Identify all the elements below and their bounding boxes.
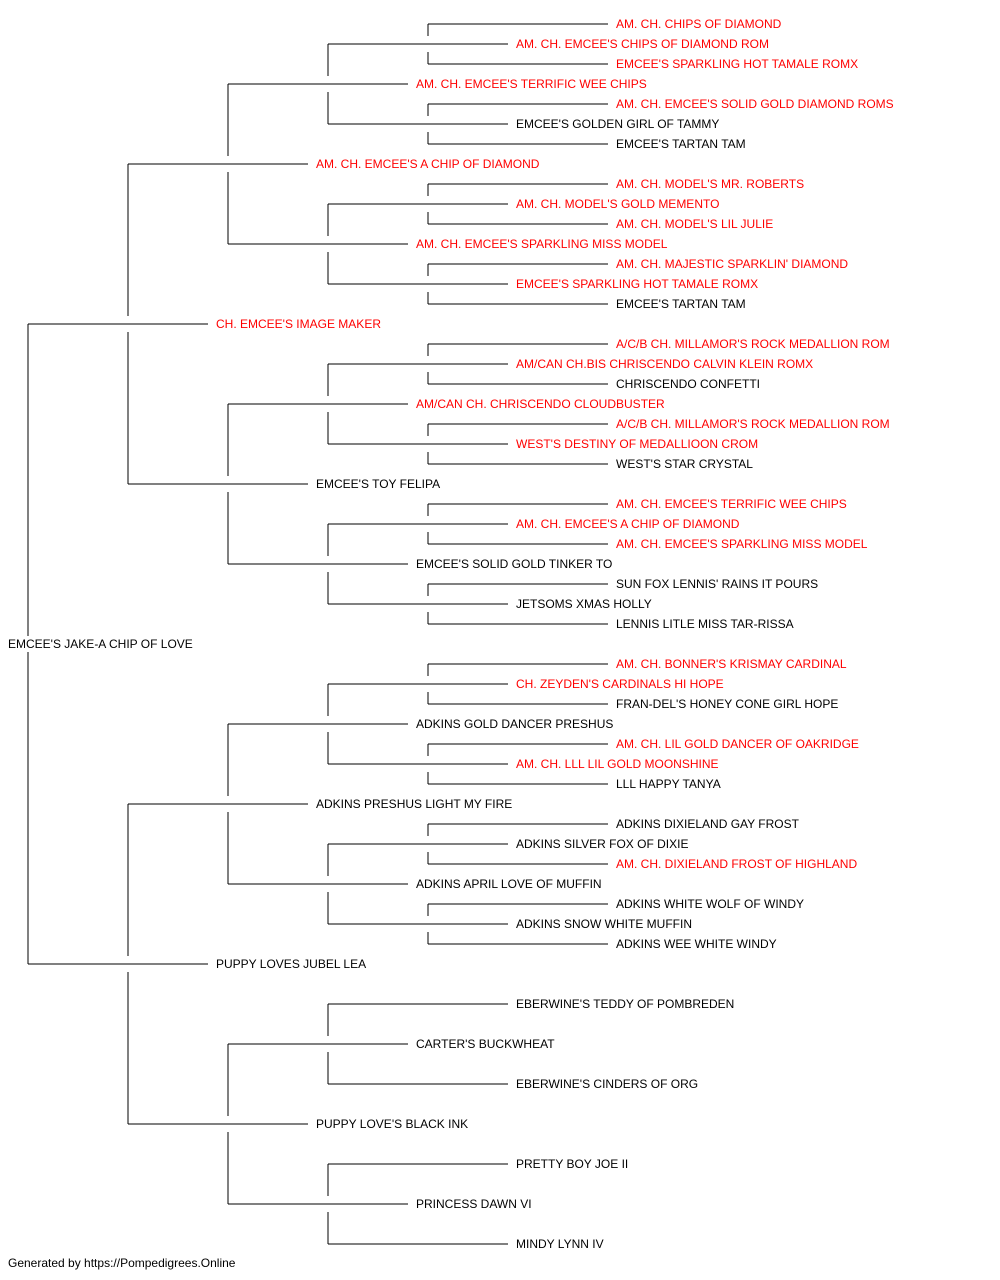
ancestor-name-gen4: EBERWINE'S TEDDY OF POMBREDEN — [516, 997, 734, 1011]
ancestor-name-gen4: AM. CH. MODEL'S GOLD MEMENTO — [516, 197, 719, 211]
ancestor-name-gen1: PUPPY LOVES JUBEL LEA — [216, 957, 366, 971]
ancestor-name-gen3: PRINCESS DAWN VI — [416, 1197, 532, 1211]
ancestor-name-gen4: EMCEE'S SPARKLING HOT TAMALE ROMX — [516, 277, 758, 291]
ancestor-name-gen5: FRAN-DEL'S HONEY CONE GIRL HOPE — [616, 697, 838, 711]
ancestor-name-gen5: AM. CH. DIXIELAND FROST OF HIGHLAND — [616, 857, 857, 871]
ancestor-name-gen5: A/C/B CH. MILLAMOR'S ROCK MEDALLION ROM — [616, 417, 890, 431]
ancestor-name-gen5: AM. CH. MAJESTIC SPARKLIN' DIAMOND — [616, 257, 848, 271]
ancestor-name-gen5: EMCEE'S TARTAN TAM — [616, 297, 746, 311]
ancestor-name-gen5: EMCEE'S TARTAN TAM — [616, 137, 746, 151]
ancestor-name-gen2: EMCEE'S TOY FELIPA — [316, 477, 440, 491]
ancestor-name-gen2: AM. CH. EMCEE'S A CHIP OF DIAMOND — [316, 157, 540, 171]
ancestor-name-gen5: AM. CH. MODEL'S LIL JULIE — [616, 217, 773, 231]
ancestor-name-gen5: A/C/B CH. MILLAMOR'S ROCK MEDALLION ROM — [616, 337, 890, 351]
ancestor-name-gen4: MINDY LYNN IV — [516, 1237, 604, 1251]
generated-by-footer: Generated by https://Pompedigrees.Online — [8, 1256, 236, 1270]
ancestor-name-gen3: ADKINS GOLD DANCER PRESHUS — [416, 717, 613, 731]
ancestor-name-gen5: AM. CH. EMCEE'S SPARKLING MISS MODEL — [616, 537, 868, 551]
ancestor-name-gen1: CH. EMCEE'S IMAGE MAKER — [216, 317, 381, 331]
ancestor-name-gen5: AM. CH. CHIPS OF DIAMOND — [616, 17, 782, 31]
ancestor-name-gen4: AM. CH. EMCEE'S A CHIP OF DIAMOND — [516, 517, 740, 531]
ancestor-name-gen3: AM/CAN CH. CHRISCENDO CLOUDBUSTER — [416, 397, 665, 411]
ancestor-name-gen4: AM/CAN CH.BIS CHRISCENDO CALVIN KLEIN RO… — [516, 357, 813, 371]
ancestor-name-gen5: AM. CH. EMCEE'S SOLID GOLD DIAMOND ROMS — [616, 97, 894, 111]
ancestor-name-gen3: CARTER'S BUCKWHEAT — [416, 1037, 555, 1051]
subject-dog-name: EMCEE'S JAKE-A CHIP OF LOVE — [8, 637, 193, 651]
ancestor-name-gen2: ADKINS PRESHUS LIGHT MY FIRE — [316, 797, 512, 811]
ancestor-name-gen5: AM. CH. EMCEE'S TERRIFIC WEE CHIPS — [616, 497, 847, 511]
ancestor-name-gen5: ADKINS DIXIELAND GAY FROST — [616, 817, 800, 831]
ancestor-name-gen5: ADKINS WHITE WOLF OF WINDY — [616, 897, 804, 911]
ancestor-name-gen5: AM. CH. LIL GOLD DANCER OF OAKRIDGE — [616, 737, 859, 751]
ancestor-name-gen5: SUN FOX LENNIS' RAINS IT POURS — [616, 577, 818, 591]
ancestor-name-gen5: AM. CH. MODEL'S MR. ROBERTS — [616, 177, 804, 191]
ancestor-name-gen5: ADKINS WEE WHITE WINDY — [616, 937, 777, 951]
ancestor-name-gen4: JETSOMS XMAS HOLLY — [516, 597, 652, 611]
ancestor-name-gen4: CH. ZEYDEN'S CARDINALS HI HOPE — [516, 677, 724, 691]
ancestor-name-gen5: EMCEE'S SPARKLING HOT TAMALE ROMX — [616, 57, 858, 71]
ancestor-name-gen4: ADKINS SNOW WHITE MUFFIN — [516, 917, 692, 931]
ancestor-name-gen3: EMCEE'S SOLID GOLD TINKER TO — [416, 557, 612, 571]
ancestor-name-gen4: AM. CH. LLL LIL GOLD MOONSHINE — [516, 757, 719, 771]
ancestor-name-gen4: EBERWINE'S CINDERS OF ORG — [516, 1077, 698, 1091]
ancestor-name-gen5: CHRISCENDO CONFETTI — [616, 377, 760, 391]
ancestor-name-gen4: ADKINS SILVER FOX OF DIXIE — [516, 837, 688, 851]
ancestor-name-gen2: PUPPY LOVE'S BLACK INK — [316, 1117, 468, 1131]
ancestor-name-gen4: EMCEE'S GOLDEN GIRL OF TAMMY — [516, 117, 719, 131]
ancestor-name-gen3: ADKINS APRIL LOVE OF MUFFIN — [416, 877, 602, 891]
ancestor-name-gen4: AM. CH. EMCEE'S CHIPS OF DIAMOND ROM — [516, 37, 769, 51]
ancestor-name-gen5: AM. CH. BONNER'S KRISMAY CARDINAL — [616, 657, 847, 671]
ancestor-name-gen5: WEST'S STAR CRYSTAL — [616, 457, 753, 471]
ancestor-name-gen5: LENNIS LITLE MISS TAR-RISSA — [616, 617, 794, 631]
ancestor-name-gen5: LLL HAPPY TANYA — [616, 777, 721, 791]
ancestor-name-gen3: AM. CH. EMCEE'S SPARKLING MISS MODEL — [416, 237, 668, 251]
ancestor-name-gen4: WEST'S DESTINY OF MEDALLIOON CROM — [516, 437, 758, 451]
ancestor-name-gen4: PRETTY BOY JOE II — [516, 1157, 628, 1171]
ancestor-name-gen3: AM. CH. EMCEE'S TERRIFIC WEE CHIPS — [416, 77, 647, 91]
